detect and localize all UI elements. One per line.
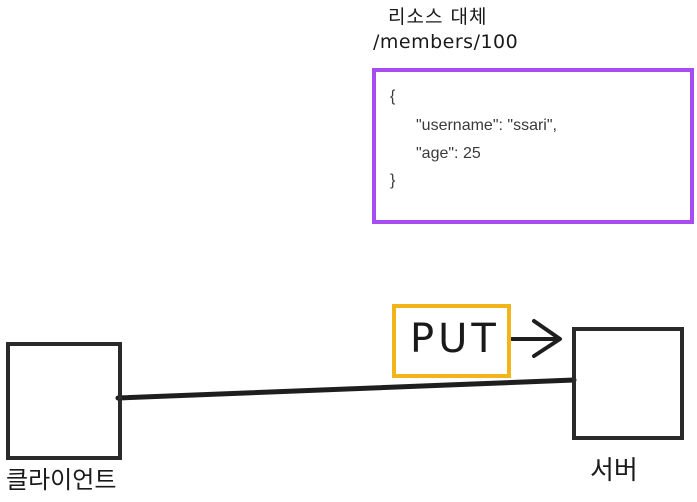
resource-replace-title: 리소스 대체 — [388, 6, 488, 28]
resource-path: /members/100 — [373, 31, 519, 53]
client-server-connection-line — [115, 377, 577, 401]
client-label: 클라이언트 — [6, 466, 117, 494]
http-method-label: PUT — [410, 316, 500, 362]
arrow-right-icon — [510, 319, 562, 358]
server-node — [572, 327, 684, 440]
json-username-line: "username": "ssari", — [416, 117, 557, 134]
json-open-brace: { — [390, 88, 396, 105]
client-node — [6, 342, 122, 460]
json-age-line: "age": 25 — [416, 145, 481, 162]
json-close-brace: } — [390, 172, 396, 189]
json-body-box: { "username": "ssari", "age": 25 } — [372, 68, 694, 224]
http-method-box: PUT — [392, 304, 511, 378]
server-label: 서버 — [590, 456, 638, 486]
